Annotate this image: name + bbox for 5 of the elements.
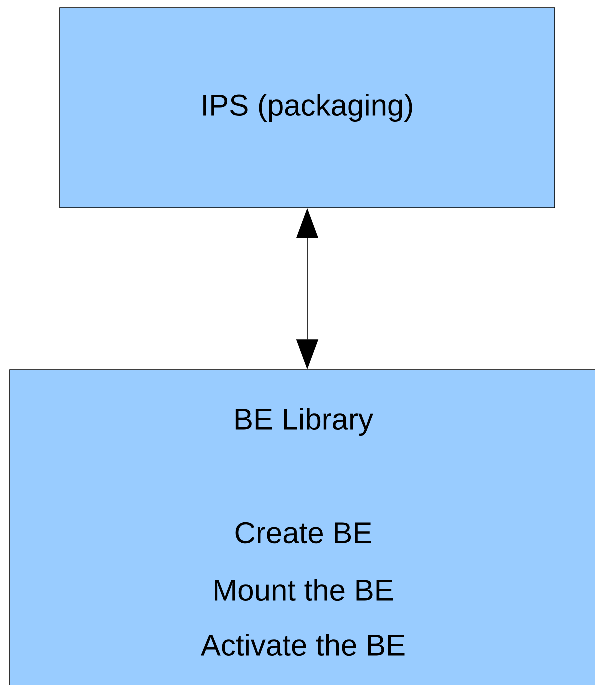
box-text: Create BE [236, 522, 372, 544]
box-title: IPS (packaging) [204, 94, 412, 122]
box-text: Activate the BE [201, 634, 405, 656]
box-text: Mount the BE [215, 579, 394, 602]
box-title: BE Library [236, 408, 374, 436]
